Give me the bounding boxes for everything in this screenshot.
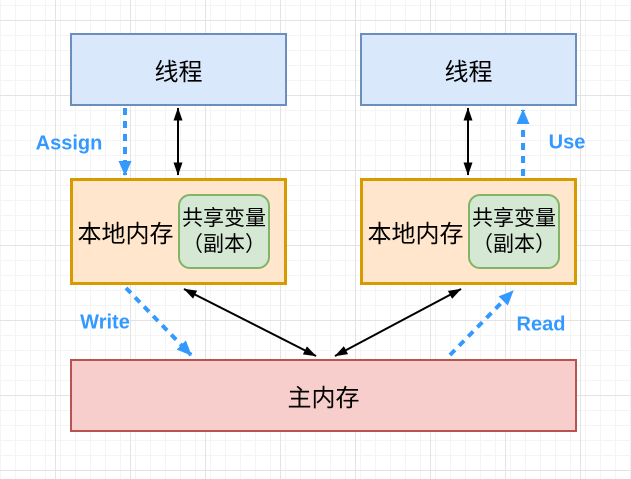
read-arrow <box>448 289 515 357</box>
write-edge-label: Write <box>80 311 130 334</box>
local-memory-label: 本地内存 <box>367 221 464 248</box>
shared-variable-label-line2: （副本） <box>182 232 266 256</box>
local-memory-label: 本地内存 <box>77 221 174 248</box>
thread-box-left: 线程 <box>70 33 287 106</box>
shared-variable-label-line1: 共享变量 <box>472 206 556 230</box>
shared-variable-copy-box: 共享变量 （副本） <box>178 194 270 269</box>
thread-box-right: 线程 <box>360 33 577 106</box>
local-memory-box-right: 本地内存 共享变量 （副本） <box>360 178 577 285</box>
shared-variable-label-line1: 共享变量 <box>182 206 266 230</box>
localmemory-mainmemory-arrow-right <box>334 288 462 357</box>
main-memory-box: 主内存 <box>70 359 577 432</box>
shared-variable-label-line2: （副本） <box>472 232 556 256</box>
read-edge-label: Read <box>516 313 566 336</box>
localmemory-mainmemory-arrow-left <box>183 288 317 357</box>
thread-label: 线程 <box>444 59 493 86</box>
local-memory-box-left: 本地内存 共享变量 （副本） <box>70 178 287 285</box>
write-arrow <box>124 286 193 357</box>
assign-edge-label: Assign <box>35 132 103 155</box>
thread-label: 线程 <box>154 59 203 86</box>
use-edge-label: Use <box>548 131 586 154</box>
shared-variable-copy-box: 共享变量 （副本） <box>468 194 560 269</box>
main-memory-label: 主内存 <box>287 385 360 412</box>
